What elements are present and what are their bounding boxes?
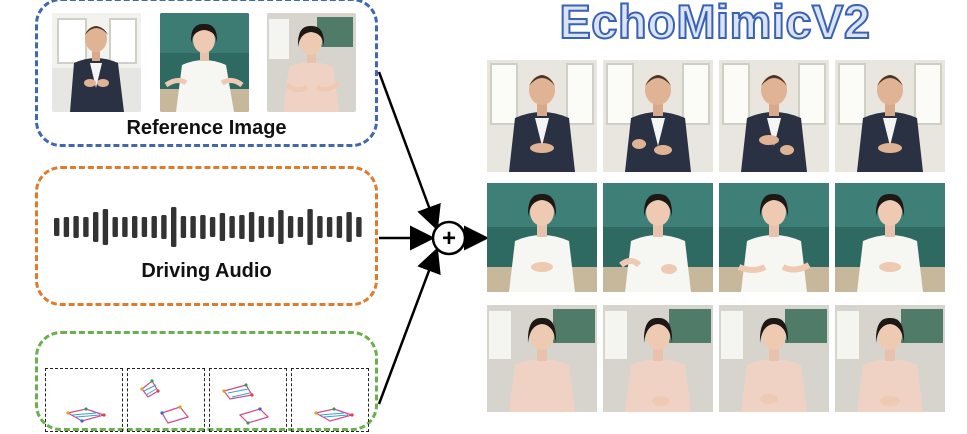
wave-bar xyxy=(317,216,323,238)
wave-bar xyxy=(73,216,79,238)
wave-bar xyxy=(239,215,245,239)
output-frame-row1 xyxy=(603,60,713,172)
output-frame-row1 xyxy=(719,60,829,172)
wave-bar xyxy=(112,217,118,237)
wave-bar xyxy=(151,216,157,238)
wave-bar xyxy=(297,217,304,237)
wave-bar xyxy=(268,217,274,237)
plus-symbol: + xyxy=(442,225,456,252)
wave-bar xyxy=(287,216,294,238)
wave-bar xyxy=(171,207,177,247)
wave-bar xyxy=(229,216,235,238)
flow-arrows: + xyxy=(377,71,489,405)
output-frame-row2 xyxy=(835,183,945,292)
output-frame-row1 xyxy=(835,60,945,172)
wave-bar xyxy=(336,216,343,238)
wave-bar xyxy=(190,216,196,238)
output-frame-row1 xyxy=(487,60,597,172)
reference-thumb-man xyxy=(52,13,141,112)
reference-image-panel: Reference Image xyxy=(35,0,378,147)
wave-bar xyxy=(258,216,265,238)
output-frame-row3 xyxy=(719,305,829,412)
wave-bar xyxy=(248,212,255,242)
output-frame-row2 xyxy=(719,183,829,292)
wave-bar xyxy=(356,217,362,237)
driving-audio-label: Driving Audio xyxy=(141,260,272,282)
wave-bar xyxy=(102,209,109,245)
reference-image-label: Reference Image xyxy=(126,117,287,139)
wave-bar xyxy=(93,212,99,242)
reference-thumb-woman-teal xyxy=(160,13,249,112)
wave-bar xyxy=(307,209,313,245)
output-frame-row3 xyxy=(603,305,713,412)
wave-bar xyxy=(278,210,284,244)
page-title: EchoMimicV2 xyxy=(558,0,871,49)
wave-bar xyxy=(141,217,148,237)
wave-bar xyxy=(180,216,187,238)
output-frame-row2 xyxy=(487,183,597,292)
driving-audio-panel: Driving Audio xyxy=(35,166,378,306)
reference-thumb-woman-classroom xyxy=(267,13,356,112)
wave-bar xyxy=(346,212,352,242)
wave-bar xyxy=(209,217,216,237)
wave-bar xyxy=(63,217,70,237)
wave-bar xyxy=(132,216,138,238)
audio-waveform-icon xyxy=(54,207,362,247)
wave-bar xyxy=(161,215,167,239)
wave-bar xyxy=(200,215,206,239)
output-frame-row3 xyxy=(487,305,597,412)
wave-bar xyxy=(83,217,89,237)
wave-bar xyxy=(54,218,60,236)
output-frame-row3 xyxy=(835,305,945,412)
wave-bar xyxy=(122,217,128,237)
output-frame-row2 xyxy=(603,183,713,292)
wave-bar xyxy=(219,213,226,241)
wave-bar xyxy=(326,217,333,237)
